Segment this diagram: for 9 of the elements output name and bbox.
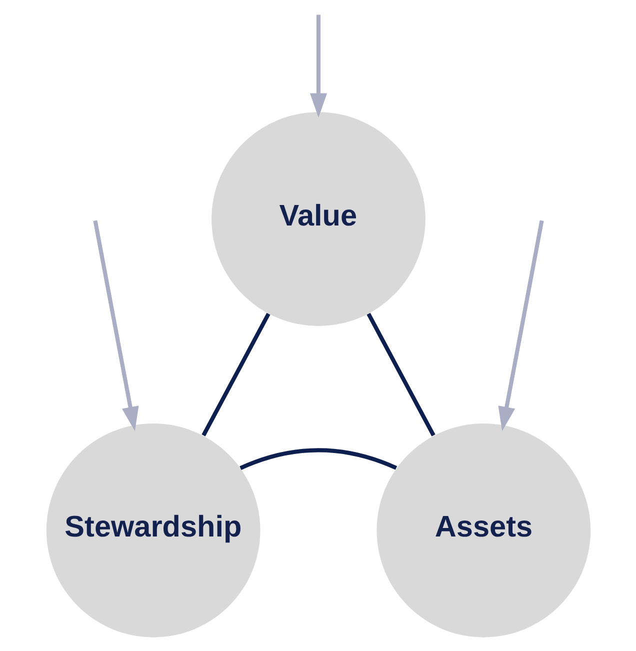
arrow [498, 220, 544, 432]
node-circle: Stewardship [46, 423, 260, 638]
connector [366, 312, 435, 436]
node-circle: Assets [376, 423, 590, 638]
connector [239, 448, 397, 470]
node-circle: Value [211, 112, 425, 326]
connector [201, 312, 270, 436]
arrow [92, 220, 138, 432]
arrow [309, 14, 327, 118]
